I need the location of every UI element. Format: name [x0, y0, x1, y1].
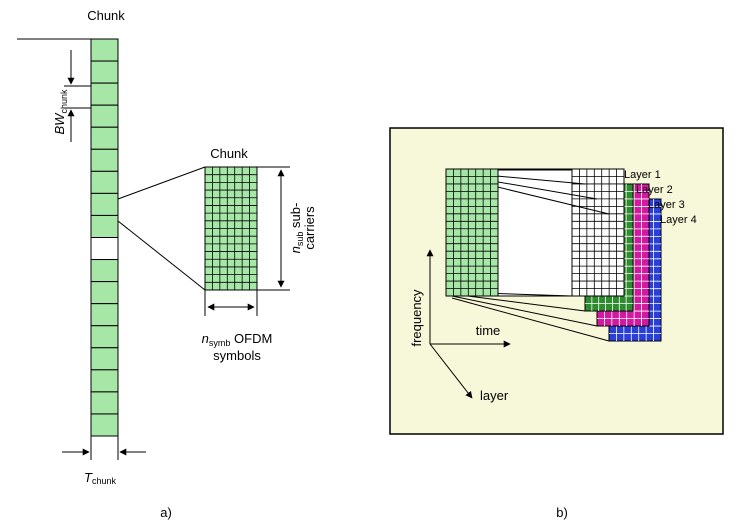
- chunk-cell: [90, 170, 119, 194]
- frequency-label: frequency: [409, 289, 424, 347]
- chunk-column-outline: [90, 38, 119, 437]
- layer-3-label: Layer 3: [648, 199, 685, 211]
- chunk-cell: [90, 214, 119, 238]
- caption-a: a): [160, 505, 172, 520]
- chunk-cell: [90, 259, 119, 283]
- chunk-cell: [90, 38, 119, 62]
- symbols-label-2: symbols: [213, 348, 261, 363]
- panel-b: frequency time layer Layer 1 Layer 2 Lay…: [389, 127, 724, 520]
- layer-4-label: Layer 4: [660, 214, 697, 226]
- chunk-cell: [90, 325, 119, 349]
- caption-b: b): [556, 505, 568, 520]
- zoomed-chunk-grid: [204, 166, 258, 291]
- subcarriers-label: nsub sub-: [288, 203, 305, 254]
- chunk-cell: [90, 148, 119, 172]
- chunk-title: Chunk: [87, 8, 125, 23]
- zoom-chunk-title: Chunk: [210, 146, 248, 161]
- panel-a: Chunk BWchunk Tchunk Chunk nsub sub- car…: [17, 8, 317, 520]
- layer-grids: [445, 168, 662, 342]
- chunk-cell: [90, 82, 119, 106]
- layer-axis-label: layer: [480, 388, 509, 403]
- front-chunk-grid: [445, 168, 499, 297]
- layer-1-label: Layer 1: [624, 169, 661, 181]
- chunk-cell: [90, 126, 119, 150]
- layer-1-window: [497, 168, 573, 297]
- chunk-column: [90, 38, 119, 437]
- chunk-cell: [90, 413, 119, 437]
- chunk-cell: [90, 192, 119, 216]
- chunk-cell: [90, 303, 119, 327]
- chunk-cell: [90, 281, 119, 305]
- layer-2-label: Layer 2: [636, 184, 673, 196]
- zoom-line-bottom: [117, 220, 206, 291]
- chunk-cell: [90, 347, 119, 371]
- zoom-line-top: [117, 166, 206, 200]
- subcarriers-label-2: carriers: [302, 206, 317, 250]
- time-label: time: [476, 323, 501, 338]
- chunk-cell-highlighted: [90, 237, 119, 261]
- chunk-cell: [90, 60, 119, 84]
- chunk-cell: [90, 391, 119, 415]
- chunk-cell: [90, 104, 119, 128]
- symbols-label: nsymb OFDM: [202, 331, 273, 348]
- t-chunk-label: Tchunk: [84, 470, 116, 486]
- chunk-cell: [90, 369, 119, 393]
- layer-axis: [429, 343, 473, 399]
- zoomed-chunk: [204, 166, 258, 291]
- bw-chunk-label: BWchunk: [52, 89, 69, 134]
- layer-1-grid: [571, 168, 625, 297]
